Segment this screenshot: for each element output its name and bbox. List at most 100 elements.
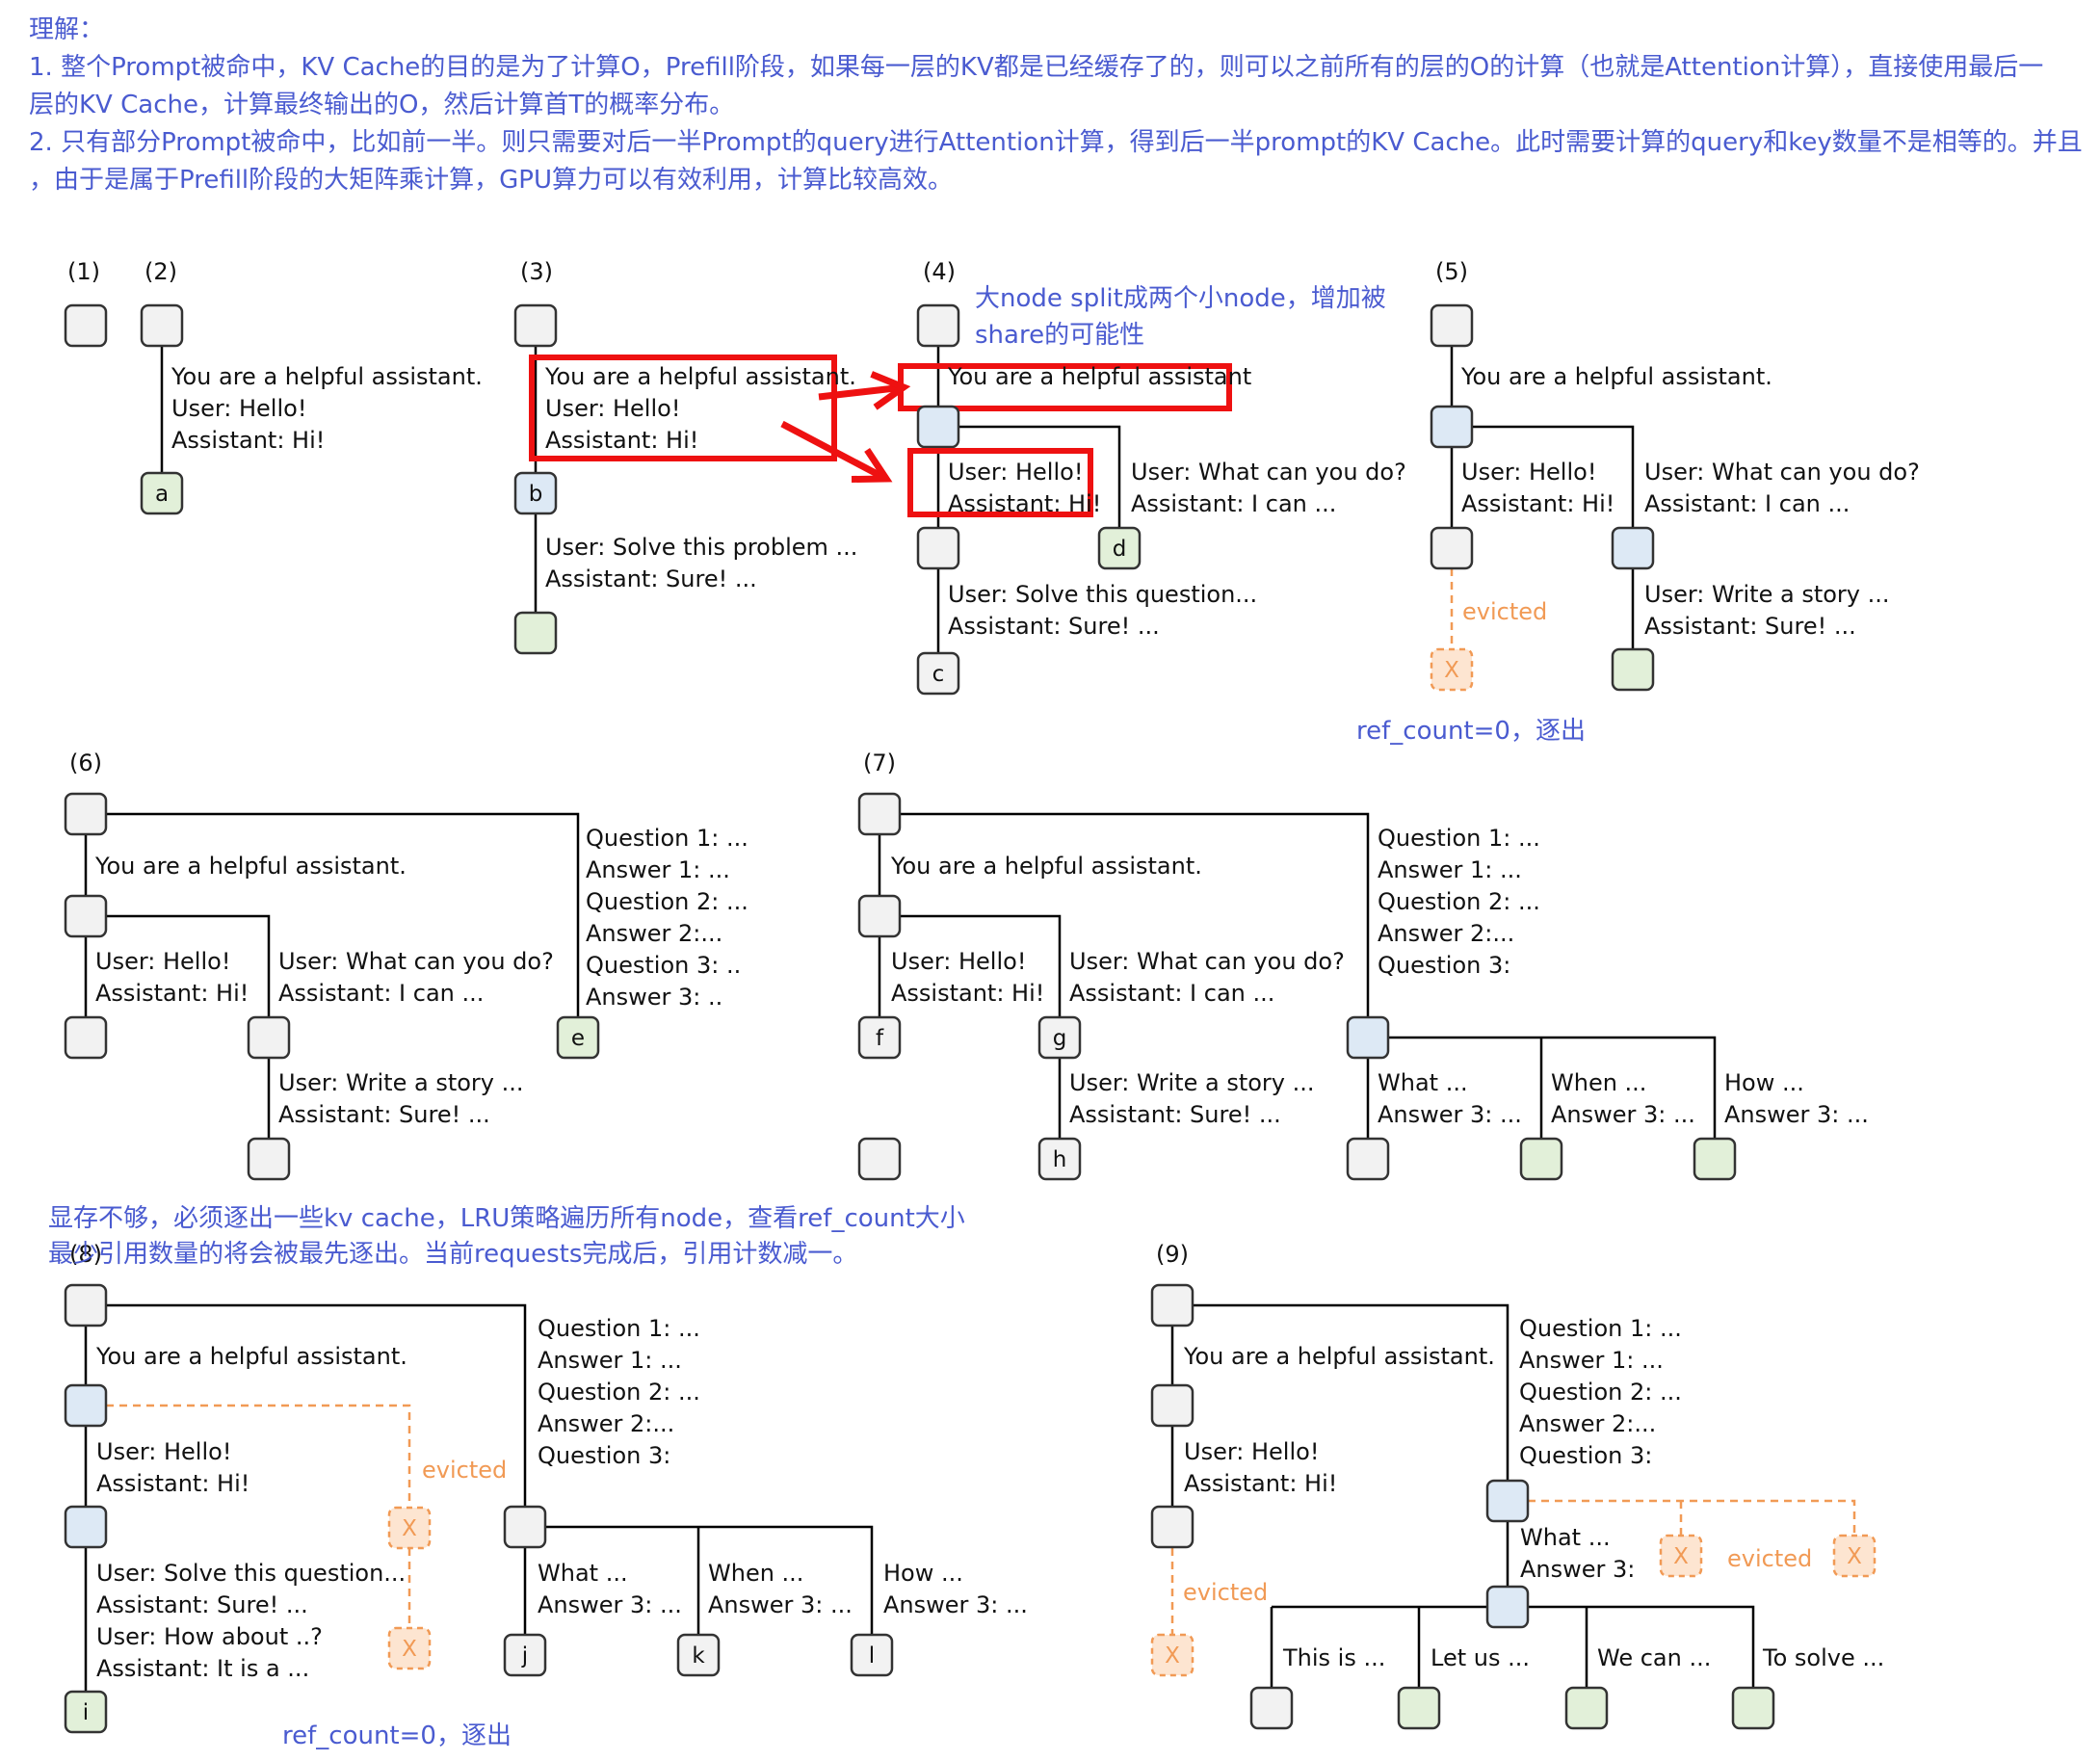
tree-node: [1564, 1686, 1609, 1730]
tree-node: [1430, 405, 1474, 449]
edge-text: Assistant: Sure! ...: [278, 1101, 490, 1128]
tree-node: [247, 1137, 291, 1181]
edge-text: Assistant: Hi!: [1461, 490, 1614, 517]
node-label: a: [155, 482, 169, 507]
annotation-text: ref_count=0，逐出: [282, 1722, 512, 1750]
edge-text: Assistant: Sure! ...: [545, 565, 757, 592]
edge-text: Assistant: Sure! ...: [96, 1591, 308, 1618]
edge-text: Question 2: ...: [1378, 888, 1540, 915]
edge-text: You are a helpful assistant.: [95, 1343, 407, 1370]
edge-text: Question 2: ...: [538, 1379, 700, 1406]
evicted-mark: X: [1444, 658, 1459, 683]
highlight-box: [898, 363, 1232, 411]
evicted-label: evicted: [1462, 598, 1547, 625]
tree-node: [513, 611, 558, 655]
edge-text: Answer 3: ..: [586, 984, 722, 1011]
tree-node: [1693, 1137, 1737, 1181]
edge-text: Assistant: Sure! ...: [1644, 613, 1856, 640]
highlight-box: [907, 448, 1093, 517]
tree-node: [503, 1633, 547, 1677]
edge-text: Answer 1: ...: [538, 1347, 682, 1374]
panel-label: (6): [69, 749, 102, 776]
annotation-text: ref_count=0，逐出: [1356, 717, 1586, 746]
edge-text: Question 1: ...: [538, 1315, 700, 1342]
tree-node: [1519, 1137, 1563, 1181]
tree-edge: [1172, 1303, 1509, 1481]
edge-text: Question 2: ...: [1519, 1379, 1682, 1406]
tree-edge: [86, 914, 271, 1139]
node-label: j: [521, 1643, 528, 1669]
tree-node: [857, 894, 902, 938]
edge-text: Answer 1: ...: [1519, 1347, 1664, 1374]
edge-text: User: Write a story ...: [1644, 581, 1890, 608]
evicted-mark: X: [1847, 1544, 1862, 1569]
edge-text: User: Solve this question...: [948, 581, 1257, 608]
edge-text: User: How about ..?: [96, 1623, 323, 1650]
edge-text: Answer 3: ...: [883, 1591, 1028, 1618]
node-label: g: [1053, 1026, 1067, 1051]
tree-node: [1346, 1015, 1390, 1060]
edge-text: Question 3: ..: [586, 952, 741, 979]
tree-node: [1731, 1686, 1775, 1730]
node-label: c: [932, 662, 945, 687]
panel-label: (5): [1435, 258, 1468, 285]
evicted-label: evicted: [1183, 1579, 1268, 1606]
panel-label: (4): [923, 258, 956, 285]
tree-node: [1346, 1137, 1390, 1181]
edge-text: Question 3:: [538, 1442, 670, 1469]
tree-node: [513, 471, 558, 515]
evicted-node: [387, 1626, 432, 1670]
node-label: b: [529, 482, 543, 507]
notes-title: 理解：: [29, 15, 105, 44]
node-label: k: [692, 1643, 705, 1669]
intro-notes: 理解： 1. 整个Prompt被命中，KV Cache的目的是为了计算O，Pre…: [29, 12, 2083, 199]
tree-node: [857, 792, 902, 836]
tree-edge: [86, 812, 580, 1017]
tree-node: [857, 1015, 902, 1060]
edge-text: To solve ...: [1762, 1644, 1884, 1671]
edge-text: We can ...: [1597, 1644, 1711, 1671]
tree-text: (1)(2)(3)(4)(5)(6)(7)(8)(9)You are a hel…: [48, 258, 1920, 1750]
notes-line: 2. 只有部分Prompt被命中，比如前一半。则只需要对后一半Prompt的qu…: [29, 128, 2083, 157]
edge-text: Answer 1: ...: [586, 856, 730, 883]
edge-text: User: Hello!: [948, 459, 1083, 486]
edge-text: You are a helpful assistant.: [94, 853, 407, 880]
edge-text: Question 1: ...: [1378, 825, 1540, 852]
edge-text: Assistant: I can ...: [278, 980, 484, 1007]
edge-text: User: Hello!: [96, 1438, 231, 1465]
edge-text: User: What can you do?: [1131, 459, 1406, 486]
edge-text: User: Solve this problem ...: [545, 534, 857, 561]
edge-text: User: Solve this question...: [96, 1560, 406, 1587]
tree-nodes: [64, 303, 1877, 1734]
edge-text: Assistant: It is a ...: [96, 1655, 309, 1682]
edge-text: Assistant: Hi!: [96, 1470, 249, 1497]
tree-edge: [1368, 1036, 1717, 1139]
node-label: f: [876, 1026, 884, 1051]
edge-text: User: Hello!: [171, 395, 306, 422]
highlight-box: [529, 355, 837, 461]
node-label: d: [1113, 537, 1127, 562]
arrow-head: [851, 448, 893, 484]
evicted-edge: [106, 1404, 411, 1508]
tree-node: [676, 1633, 721, 1677]
tree-node: [64, 1283, 108, 1327]
tree-node: [64, 894, 108, 938]
tree-node: [64, 303, 108, 348]
evicted-label: evicted: [1727, 1545, 1812, 1572]
panel-label: (1): [67, 258, 100, 285]
annotation-text: 最少引用数量的将会被最先逐出。当前requests完成后，引用计数减一。: [48, 1240, 857, 1269]
edge-text: What ...: [1520, 1524, 1611, 1551]
edge-text: Answer 2:...: [538, 1410, 674, 1437]
tree-node: [140, 303, 184, 348]
tree-node: [1150, 1383, 1194, 1428]
evicted-node: [387, 1506, 432, 1550]
tree-node: [247, 1015, 291, 1060]
tree-edge: [525, 1525, 874, 1636]
edge-text: Question 3:: [1378, 952, 1510, 979]
tree-node: [64, 1690, 108, 1734]
tree-edge: [1272, 1605, 1755, 1688]
tree-node: [1097, 526, 1142, 570]
panel-label: (3): [520, 258, 553, 285]
edge-text: Answer 3:: [1520, 1556, 1635, 1583]
node-label: l: [869, 1643, 875, 1669]
